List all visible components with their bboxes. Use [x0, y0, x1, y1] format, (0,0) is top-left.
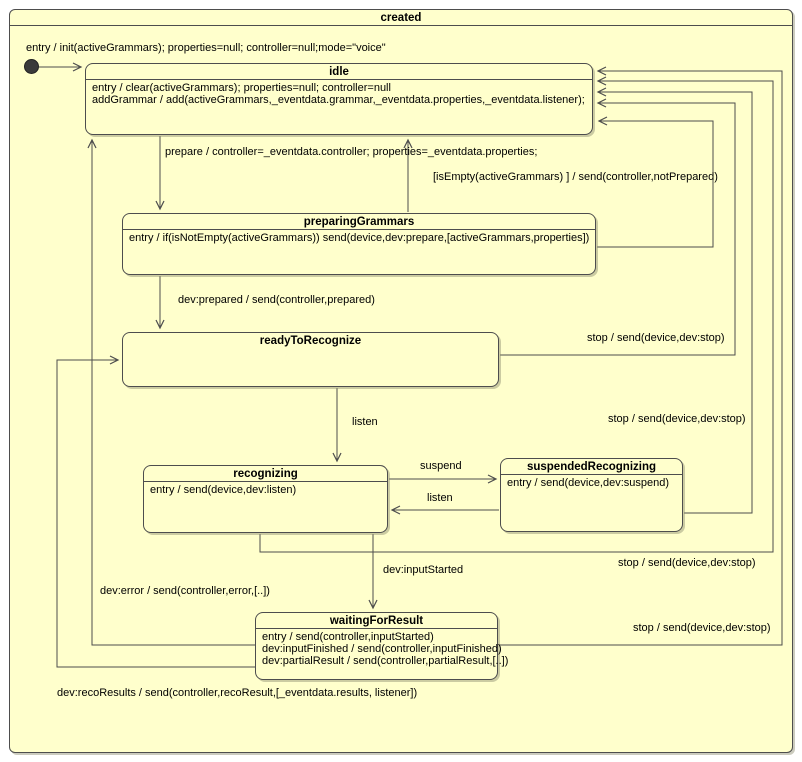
- state-waiting-for-result-title: waitingForResult: [256, 613, 497, 629]
- transition-label-listen-back: listen: [427, 492, 453, 504]
- transition-label-suspend: suspend: [420, 460, 462, 472]
- state-ready-to-recognize[interactable]: readyToRecognize: [122, 332, 499, 387]
- state-action-line: dev:inputFinished / send(controller,inpu…: [262, 643, 502, 655]
- state-recognizing[interactable]: recognizing entry / send(device,dev:list…: [143, 465, 388, 533]
- state-created-title: created: [10, 10, 792, 26]
- state-action-line: entry / send(device,dev:suspend): [507, 477, 670, 489]
- state-ready-to-recognize-title: readyToRecognize: [259, 335, 362, 347]
- transition-label-listen-down: listen: [352, 416, 378, 428]
- transition-label-not-prepared: [isEmpty(activeGrammars) ] / send(contro…: [433, 171, 718, 183]
- state-recognizing-title: recognizing: [144, 466, 387, 482]
- state-preparing-grammars-title: preparingGrammars: [123, 214, 595, 230]
- state-created-entry-action: entry / init(activeGrammars); properties…: [26, 42, 386, 54]
- transition-label-dev-reco-results: dev:recoResults / send(controller,recoRe…: [57, 687, 418, 699]
- state-idle[interactable]: idle entry / clear(activeGrammars); prop…: [85, 63, 593, 135]
- initial-state-dot[interactable]: [24, 59, 39, 74]
- transition-label-stop-waiting: stop / send(device,dev:stop): [633, 622, 771, 634]
- transition-label-stop-ready: stop / send(device,dev:stop): [587, 332, 725, 344]
- state-action-line: addGrammar / add(activeGrammars,_eventda…: [92, 94, 585, 106]
- state-action-line: entry / send(device,dev:listen): [150, 484, 297, 496]
- state-suspended-recognizing-title: suspendedRecognizing: [501, 459, 682, 475]
- transition-label-stop-recognizing: stop / send(device,dev:stop): [618, 557, 756, 569]
- transition-label-dev-input-started: dev:inputStarted: [383, 564, 464, 576]
- state-action-line: entry / clear(activeGrammars); propertie…: [92, 82, 391, 94]
- state-waiting-for-result[interactable]: waitingForResult entry / send(controller…: [255, 612, 509, 680]
- state-action-line: entry / send(controller,inputStarted): [262, 631, 434, 643]
- transition-label-dev-error: dev:error / send(controller,error,[..]): [100, 585, 270, 597]
- transition-label-stop-suspended: stop / send(device,dev:stop): [608, 413, 746, 425]
- transition-label-dev-prepared: dev:prepared / send(controller,prepared): [178, 294, 375, 306]
- state-preparing-grammars[interactable]: preparingGrammars entry / if(isNotEmpty(…: [122, 213, 596, 275]
- transition-label-prepare: prepare / controller=_eventdata.controll…: [165, 146, 538, 158]
- state-idle-title: idle: [86, 64, 592, 80]
- state-action-line: dev:partialResult / send(controller,part…: [262, 655, 509, 667]
- state-action-line: entry / if(isNotEmpty(activeGrammars)) s…: [129, 232, 590, 244]
- state-suspended-recognizing[interactable]: suspendedRecognizing entry / send(device…: [500, 458, 683, 532]
